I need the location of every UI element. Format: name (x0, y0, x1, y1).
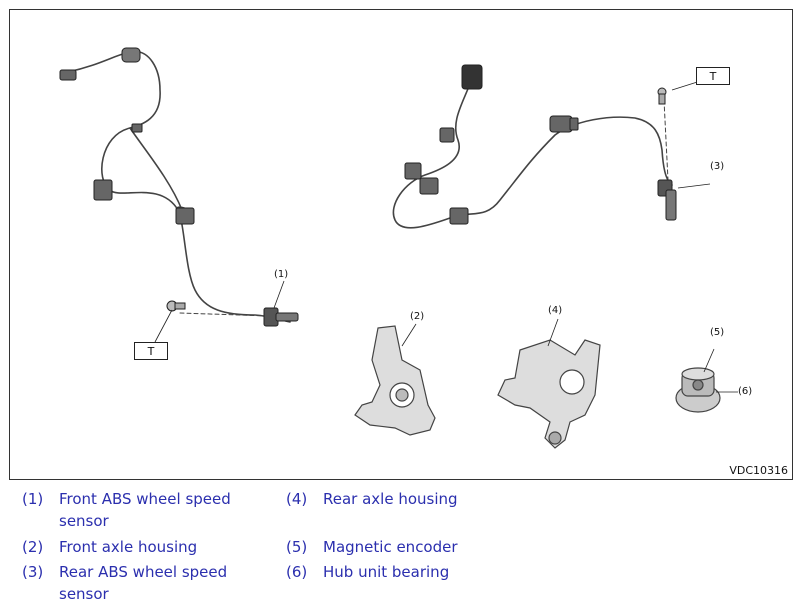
torque-mark-front: T (134, 342, 168, 360)
figure-code: VDC10316 (729, 464, 788, 477)
rear-sensor-harness (392, 77, 673, 229)
callout-5: (5) (710, 327, 725, 338)
rear-axle-housing-art (497, 339, 601, 449)
hub-bearing-art (675, 367, 721, 413)
callout-6: (6) (738, 386, 753, 397)
callout-4: (4) (548, 305, 563, 316)
callout-2: (2) (410, 311, 425, 322)
callout-3: (3) (710, 161, 725, 172)
front-axle-housing-art (354, 325, 436, 436)
diagram-artwork (59, 47, 738, 449)
callout-1: (1) (274, 269, 289, 280)
parts-diagram: (1) (2) (3) (4) (5) (6) T T VDC10316 (9, 9, 793, 480)
torque-mark-rear: T (696, 67, 730, 85)
